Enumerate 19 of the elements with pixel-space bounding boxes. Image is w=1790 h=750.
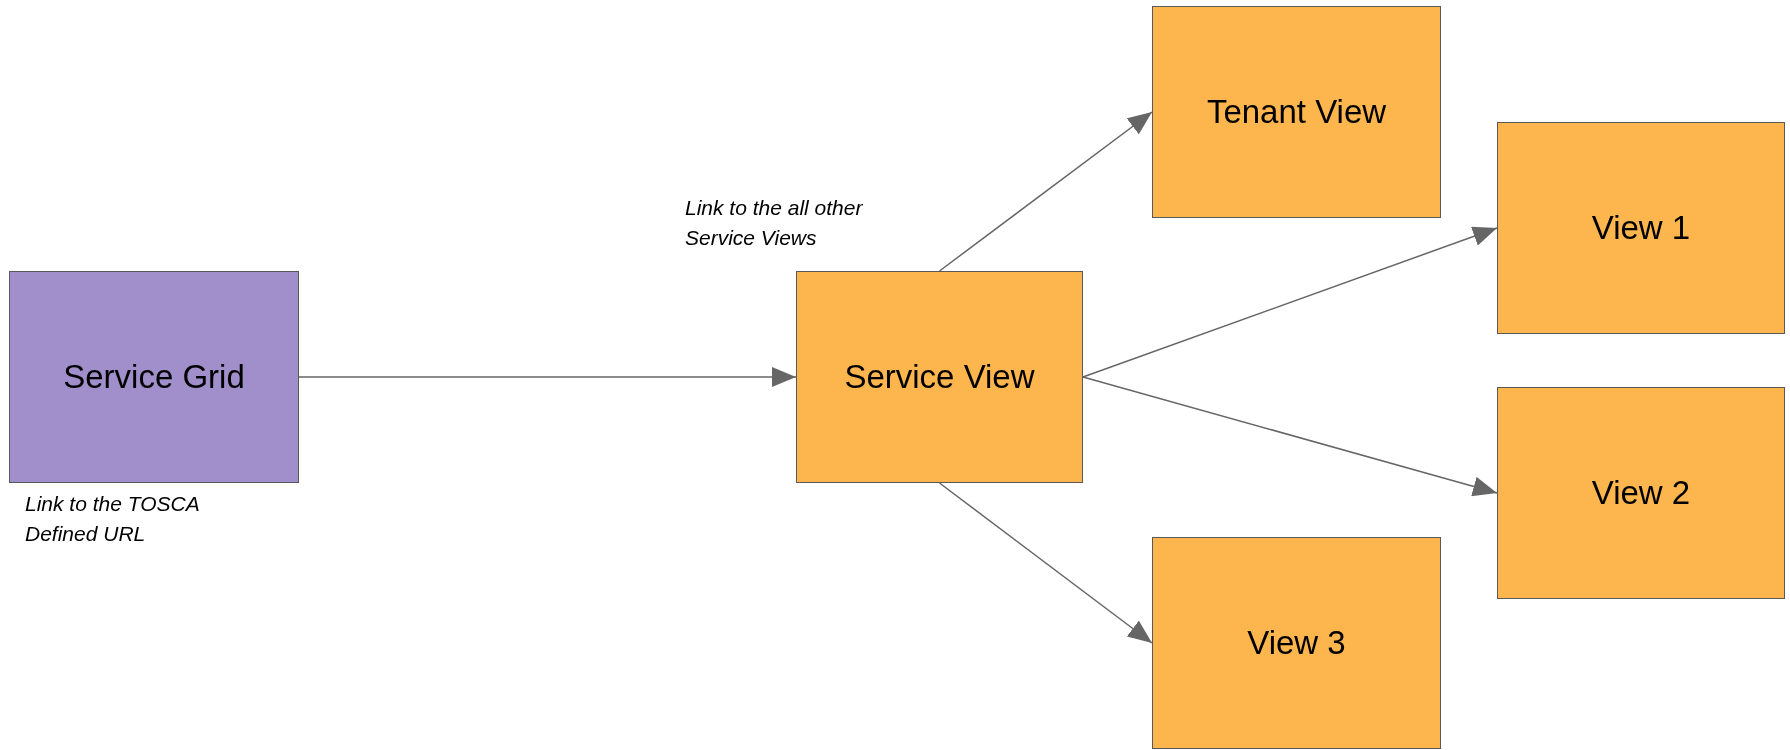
note-text: Link to the all other Service Views [685, 195, 864, 251]
process-box [1152, 6, 1441, 218]
arrow [1082, 226, 1498, 378]
process-box [1497, 387, 1785, 599]
arrow [938, 482, 1153, 644]
arrow [938, 111, 1153, 272]
arrow [298, 367, 797, 387]
box-label: Service View [843, 357, 1036, 398]
note-text: Link to the TOSCA Defined URL [25, 491, 200, 547]
box-label: Service Grid [62, 357, 246, 398]
arrow [1082, 376, 1498, 497]
box-label: View 1 [1590, 208, 1692, 249]
process-box [9, 271, 299, 483]
process-box [796, 271, 1083, 483]
process-box [1152, 537, 1441, 749]
box-label: View 2 [1590, 473, 1692, 514]
process-box [1497, 122, 1785, 334]
box-label: View 3 [1246, 623, 1347, 664]
box-label: Tenant View [1205, 92, 1388, 133]
